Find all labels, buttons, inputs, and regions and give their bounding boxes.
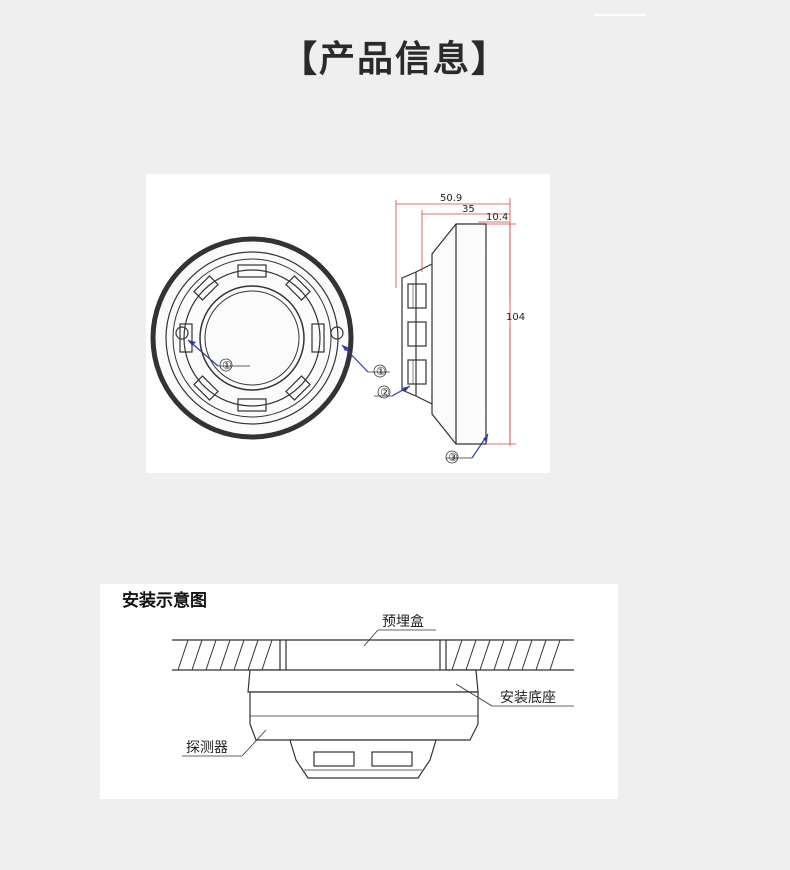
vent-slot	[311, 323, 325, 353]
vent-slot	[285, 275, 311, 301]
detector-body	[249, 691, 479, 779]
callout-circle	[219, 358, 233, 372]
label-mounting-base: 安装底座	[500, 690, 556, 706]
dim-base-height: 10.4	[486, 212, 508, 223]
callout-circle	[373, 364, 387, 378]
leader-arrow	[483, 434, 488, 442]
leader-arrow	[402, 386, 410, 392]
install-diagram-title: 安装示意图	[122, 590, 207, 611]
dim-overall-height: 50.9	[440, 193, 462, 204]
mounting-base	[247, 669, 479, 693]
vent-slot	[179, 323, 193, 353]
vent-slot	[237, 398, 267, 412]
install-diagram: 安装示意图	[122, 590, 574, 779]
dim-diameter: 104	[506, 312, 525, 323]
dimension-drawing-panel: ① ①	[146, 174, 550, 473]
label-detector: 探测器	[186, 740, 228, 756]
vent-cover	[401, 271, 417, 397]
body-outline	[431, 223, 487, 445]
detector-vent	[313, 751, 355, 767]
callout-3: ③	[448, 451, 458, 464]
leader-arrow	[188, 340, 196, 346]
outer-ring	[150, 236, 354, 440]
label-embedded-box: 预埋盒	[382, 613, 424, 630]
inner-ring	[172, 258, 332, 418]
slab-hatching	[177, 639, 561, 671]
vent-slot	[237, 264, 267, 278]
ceiling-slab	[172, 639, 574, 671]
detector-vent	[371, 751, 413, 767]
center-opening	[199, 285, 305, 391]
callout-circle	[377, 385, 391, 399]
leader-line	[241, 729, 267, 757]
screw-hole-right	[330, 326, 344, 340]
vent-window	[407, 359, 427, 385]
detector-front-view	[150, 236, 354, 440]
screw-hole-left	[175, 326, 189, 340]
leader-line	[363, 629, 379, 647]
dim-body-height: 35	[462, 204, 475, 215]
center-opening-inner	[204, 290, 300, 386]
front-callouts: ① ①	[187, 339, 390, 378]
vent-window	[407, 321, 427, 347]
dimension-lines	[395, 198, 516, 446]
mounting-base-shape	[247, 669, 479, 693]
detector-side-view	[401, 223, 487, 445]
dimension-drawing: ① ①	[150, 193, 525, 464]
vent-slots	[179, 264, 325, 412]
leader-arrow	[342, 345, 350, 351]
vent-window	[407, 283, 427, 309]
vent-slot	[193, 275, 219, 301]
detector-cap	[289, 739, 437, 779]
vent-slot	[285, 375, 311, 401]
vent-slot	[193, 375, 219, 401]
cap-edge	[415, 263, 433, 273]
callout-1-b: ①	[376, 365, 386, 378]
vent-ring	[183, 269, 321, 407]
page-title: 【产品信息】	[280, 39, 509, 80]
side-callouts: ② ③	[374, 385, 489, 464]
mid-ring	[165, 251, 339, 425]
cap-edge	[415, 395, 433, 405]
leader-line	[455, 683, 493, 707]
install-diagram-panel: 安装示意图	[100, 584, 618, 799]
callout-2: ②	[380, 386, 390, 399]
top-accent-line	[595, 14, 645, 16]
callout-circle	[445, 450, 459, 464]
install-labels	[182, 629, 574, 757]
callout-1-a: ①	[222, 359, 232, 372]
